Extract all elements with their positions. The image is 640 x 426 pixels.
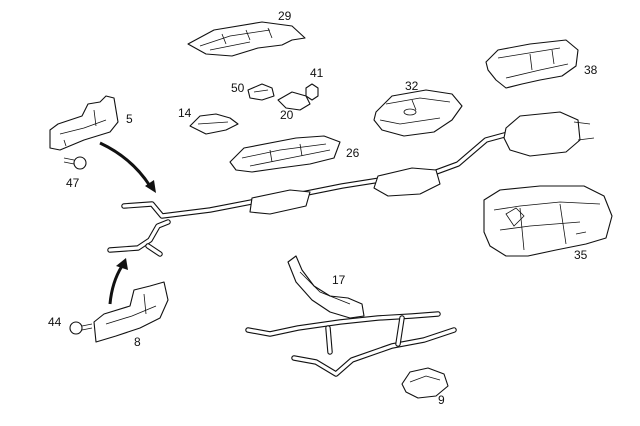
lower-pipe-assembly: [245, 311, 457, 377]
muffler-cover-32: [373, 89, 463, 137]
callout-5: 5: [126, 112, 133, 126]
bracket-9: [401, 367, 449, 399]
bolt-47: [63, 156, 87, 170]
clamp-50: [247, 83, 275, 101]
callout-8: 8: [134, 335, 141, 349]
callout-41: 41: [310, 66, 324, 80]
callout-14: 14: [178, 106, 192, 120]
arrow-5: [99, 141, 156, 193]
callout-44: 44: [48, 315, 62, 329]
hanger-20: [277, 91, 311, 111]
hanger-14: [189, 113, 239, 135]
callout-17: 17: [332, 273, 346, 287]
main-exhaust-pipe: [107, 111, 595, 257]
bolt-44: [69, 321, 93, 335]
callout-50: 50: [231, 81, 245, 95]
callout-35: 35: [574, 248, 588, 262]
heat-shield-35: [483, 185, 613, 257]
bracket-5: [49, 95, 119, 151]
callout-20: 20: [280, 108, 294, 122]
callout-26: 26: [346, 146, 360, 160]
bracket-8: [93, 281, 169, 343]
callout-32: 32: [405, 79, 419, 93]
heat-shield-26: [229, 135, 341, 173]
heat-shield-38: [485, 39, 579, 89]
callout-29: 29: [278, 9, 292, 23]
callout-47: 47: [66, 176, 80, 190]
callout-38: 38: [584, 63, 598, 77]
callout-9: 9: [438, 393, 445, 407]
arrow-8: [108, 258, 128, 305]
nut-41: [305, 83, 319, 101]
heat-shield-29: [187, 21, 306, 57]
bracket-17: [287, 255, 365, 319]
